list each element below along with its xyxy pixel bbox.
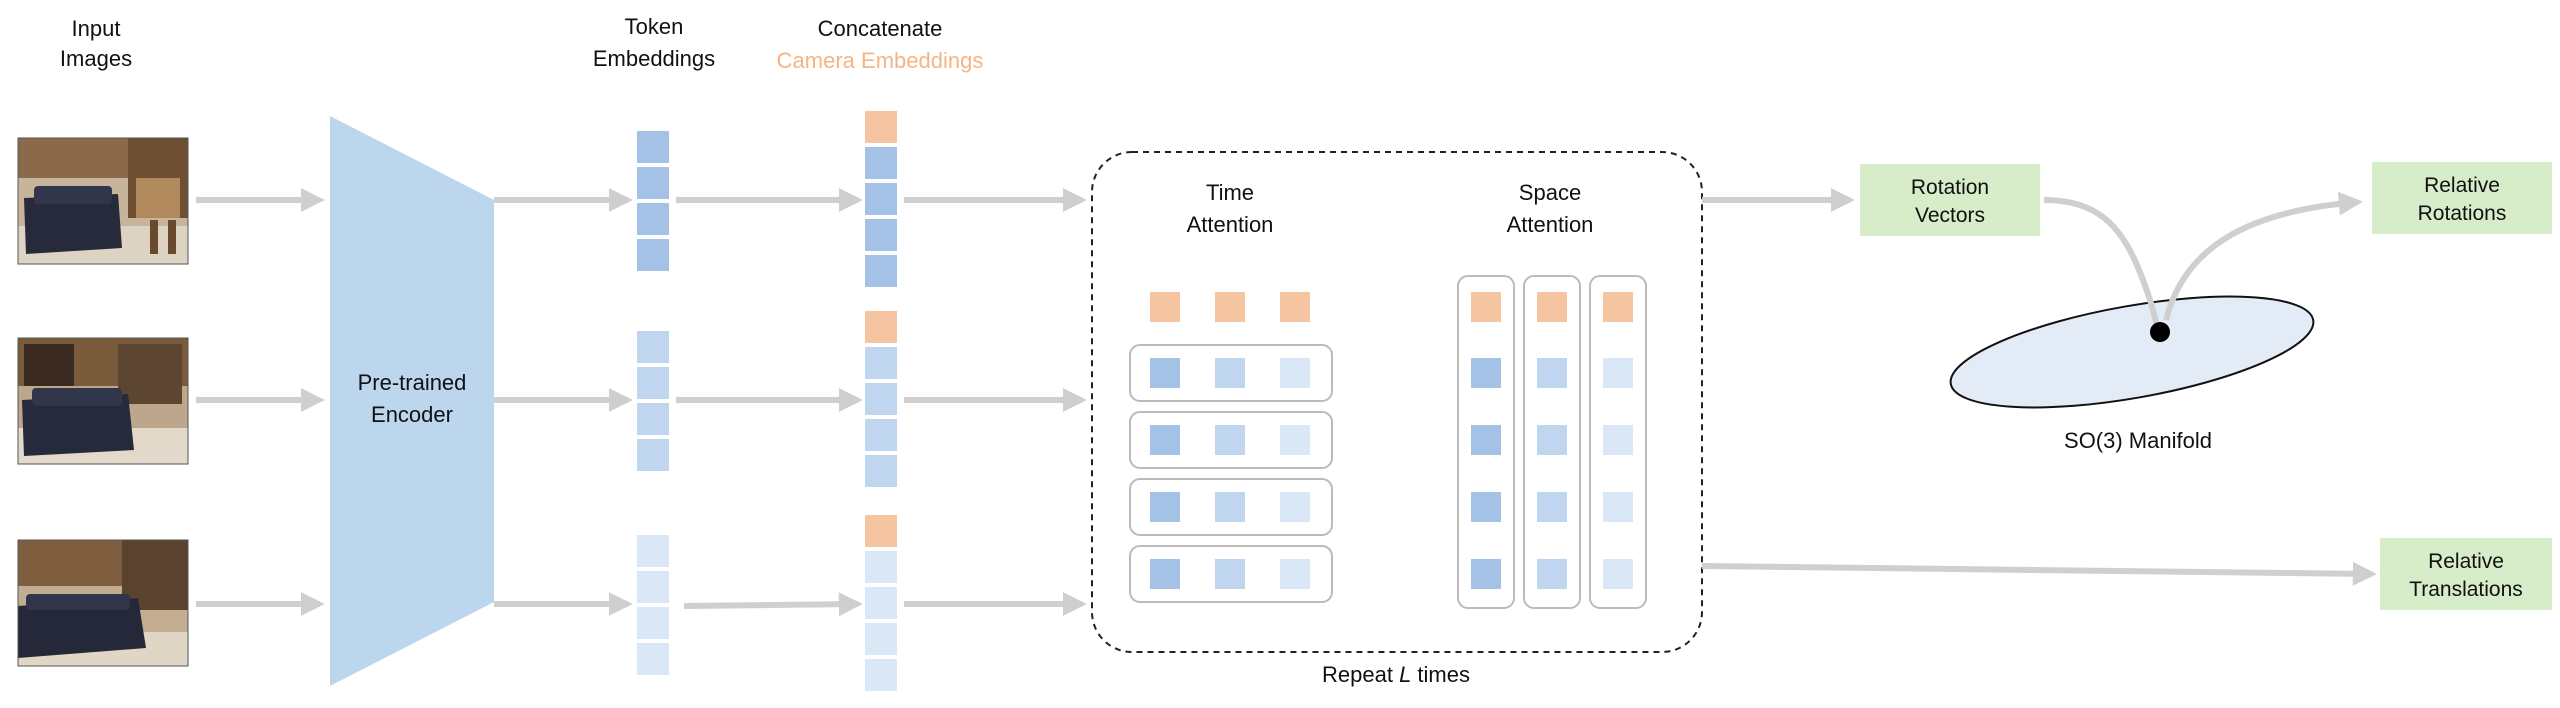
relative-rotations-rect — [2372, 162, 2552, 234]
time-row-3 — [1129, 478, 1333, 536]
camera-token-3 — [863, 513, 899, 549]
input-image-2 — [17, 337, 189, 465]
header-input-images: Input Images — [60, 16, 132, 71]
time-attention-label-line2: Attention — [1187, 212, 1274, 237]
time-attention-label-line1: Time — [1206, 180, 1254, 205]
input-image-1 — [17, 137, 189, 265]
concatenate-label: Concatenate — [818, 16, 943, 41]
token-1-2 — [635, 165, 671, 201]
time-camera-token-2 — [1215, 292, 1245, 322]
token-embeddings-image1 — [635, 129, 671, 273]
space-attention-label-line2: Attention — [1507, 212, 1594, 237]
pretrained-encoder: Pre-trained Encoder — [330, 116, 494, 686]
manifold-label: SO(3) Manifold — [2064, 428, 2212, 453]
arrows-image-to-encoder — [196, 188, 325, 616]
camera-token-1 — [863, 109, 899, 145]
concat-column-1 — [863, 109, 899, 289]
arrow-block-relative-translations — [1701, 561, 2377, 586]
relative-translations-label-line2: Translations — [2409, 578, 2523, 601]
arrow-tokens3-concat — [683, 592, 863, 617]
concat-column-2 — [863, 309, 899, 489]
time-row-4 — [1129, 545, 1333, 603]
concat-token-2-1 — [863, 345, 899, 381]
concat-token-2-4 — [863, 453, 899, 489]
encoder-label-line1: Pre-trained — [358, 370, 467, 395]
camera-embeddings-label: Camera Embeddings — [777, 48, 984, 73]
token-3-2 — [635, 569, 671, 605]
rotation-vectors-rect — [1860, 164, 2040, 236]
time-camera-token-1 — [1150, 292, 1180, 322]
token-3-1 — [635, 533, 671, 569]
concat-token-1-3 — [863, 217, 899, 253]
input-image-3 — [17, 539, 189, 667]
space-column-2 — [1523, 275, 1581, 609]
time-attention-grid — [1129, 292, 1333, 603]
space-attention-grid — [1457, 275, 1647, 609]
concat-token-2-2 — [863, 381, 899, 417]
time-camera-token-3 — [1280, 292, 1310, 322]
curve-point-to-relative-rotations — [2163, 191, 2363, 321]
encoder-label-line2: Encoder — [371, 402, 453, 427]
relative-translations-label-line1: Relative — [2428, 550, 2504, 573]
so3-manifold: SO(3) Manifold — [1949, 191, 2363, 453]
camera-token-2 — [863, 309, 899, 345]
space-column-1 — [1457, 275, 1515, 609]
rotation-vectors-label-line1: Rotation — [1911, 176, 1989, 199]
input-images-label-line2: Images — [60, 46, 132, 71]
arrows-tokens-to-concat — [676, 188, 863, 617]
relative-rotations-label-line1: Relative — [2424, 174, 2500, 197]
time-row-2 — [1129, 411, 1333, 469]
rotation-vectors-label-line2: Vectors — [1915, 204, 1985, 227]
header-concatenate: Concatenate Camera Embeddings — [777, 16, 984, 73]
token-1-3 — [635, 201, 671, 237]
token-3-3 — [635, 605, 671, 641]
manifold-point — [2150, 322, 2170, 342]
manifold-ellipse — [1949, 295, 2315, 409]
token-3-4 — [635, 641, 671, 677]
token-embeddings-label-line2: Embeddings — [593, 46, 715, 71]
time-row-1 — [1129, 344, 1333, 402]
relative-rotations-label-line2: Rotations — [2418, 202, 2507, 225]
token-2-4 — [635, 437, 671, 473]
token-1-1 — [635, 129, 671, 165]
rotation-vectors-box: Rotation Vectors — [1860, 164, 2040, 236]
transformer-block: Time Attention Space Attention — [1091, 151, 1703, 687]
token-2-3 — [635, 401, 671, 437]
space-attention-label-line1: Space — [1519, 180, 1581, 205]
arrows-block-to-outputs — [1701, 188, 2377, 586]
concat-token-2-3 — [863, 417, 899, 453]
input-images-label-line1: Input — [72, 16, 121, 41]
concat-token-1-4 — [863, 253, 899, 289]
token-2-2 — [635, 365, 671, 401]
token-embeddings-image3 — [635, 533, 671, 677]
concat-token-1-2 — [863, 181, 899, 217]
repeat-label: Repeat L times — [1322, 662, 1470, 687]
concat-token-3-4 — [863, 657, 899, 693]
curve-rotation-vectors-to-point — [2043, 197, 2161, 331]
token-embeddings-image2 — [635, 329, 671, 473]
token-1-4 — [635, 237, 671, 273]
concat-token-1-1 — [863, 145, 899, 181]
space-column-3 — [1589, 275, 1647, 609]
relative-translations-box: Relative Translations — [2380, 538, 2552, 610]
arrows-concat-to-block — [904, 188, 1087, 616]
relative-translations-rect — [2380, 538, 2552, 610]
relative-rotations-box: Relative Rotations — [2372, 162, 2552, 234]
arrows-encoder-to-tokens — [494, 188, 633, 616]
concat-column-3 — [863, 513, 899, 693]
concat-token-3-1 — [863, 549, 899, 585]
concat-token-3-2 — [863, 585, 899, 621]
token-2-1 — [635, 329, 671, 365]
token-embeddings-label-line1: Token — [625, 14, 684, 39]
concat-token-3-3 — [863, 621, 899, 657]
header-token-embeddings: Token Embeddings — [593, 14, 715, 71]
